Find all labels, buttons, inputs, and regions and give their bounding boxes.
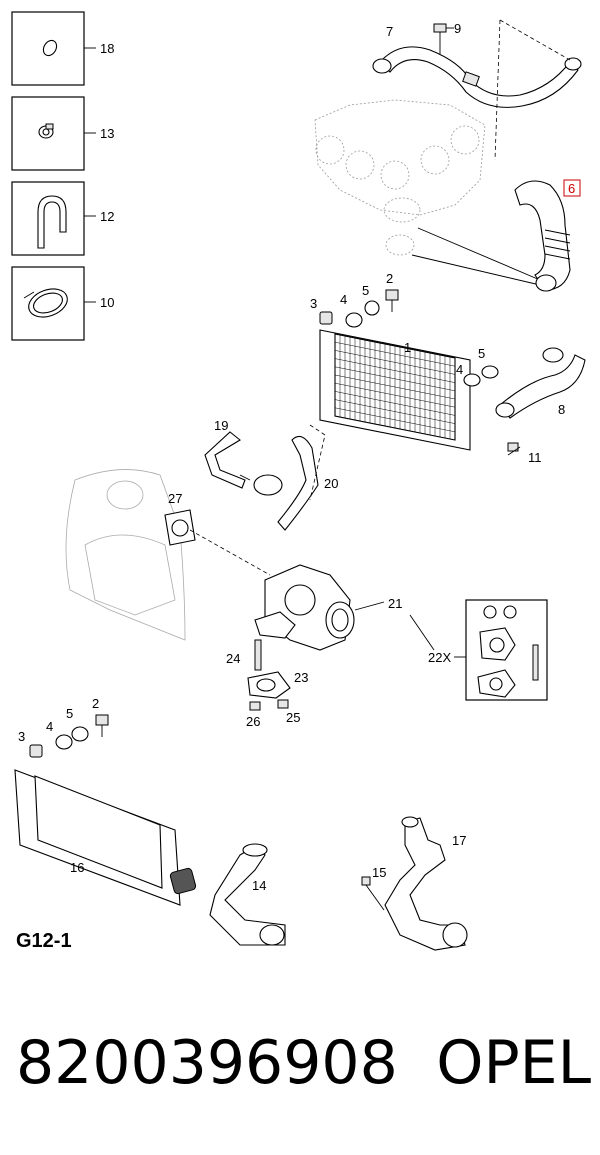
intercooler-16: [14, 769, 197, 906]
callout-2: 2: [386, 271, 393, 286]
hose-7: [372, 46, 582, 108]
plug-3: [319, 311, 333, 325]
callout-3-lower: 3: [18, 729, 25, 744]
callout-4-lower: 4: [46, 719, 53, 734]
legend-box-12: [11, 181, 96, 256]
seal-4: [345, 312, 363, 328]
legend-box-10: [11, 266, 96, 341]
kit-box-22x: [465, 599, 548, 701]
gasket-23: [247, 671, 291, 699]
callout-17: 17: [452, 833, 466, 848]
callout-18: 18: [100, 41, 114, 56]
legend-box-18: [11, 11, 96, 86]
leader-dash: [189, 529, 271, 576]
wastegate-actuator: [239, 474, 283, 496]
bolt-2: [385, 289, 399, 312]
callout-21: 21: [388, 596, 402, 611]
callout-5: 5: [362, 283, 369, 298]
callout-10: 10: [100, 295, 114, 310]
stud-24: [254, 639, 262, 671]
callout-26: 26: [246, 714, 260, 729]
callout-16: 16: [70, 860, 84, 875]
leader-dash: [499, 19, 571, 61]
seal-4-lower: [55, 734, 73, 750]
callout-12: 12: [100, 209, 114, 224]
exhaust-manifold-ghost: [65, 469, 186, 641]
hose-19: [204, 431, 246, 489]
callout-7: 7: [386, 24, 393, 39]
callout-19: 19: [214, 418, 228, 433]
bolt-15: [361, 876, 385, 911]
bolt-9: [433, 23, 454, 54]
callout-14: 14: [252, 878, 266, 893]
callout-5b: 5: [478, 346, 485, 361]
brand-name: OPEL: [436, 1028, 591, 1098]
clamp-5b: [481, 365, 499, 379]
hose-14: [209, 843, 286, 946]
callout-13: 13: [100, 126, 114, 141]
intercooler-1-core-grid: [334, 333, 456, 441]
callout-5-lower: 5: [66, 706, 73, 721]
parts-diagram: 18 13 12 10 7: [11, 11, 586, 951]
clamp-5-lower: [71, 726, 89, 742]
hose-17: [384, 816, 468, 951]
footer: 8200396908 OPEL: [16, 1028, 591, 1098]
hose-20: [277, 424, 326, 531]
seal-4b: [463, 373, 481, 387]
callout-6-box: [563, 179, 581, 197]
callout-24: 24: [226, 651, 240, 666]
callout-1: 1: [404, 340, 411, 355]
nut-25: [277, 699, 289, 709]
bolt-2-lower: [95, 714, 109, 737]
leader-22x: [409, 614, 435, 651]
hose-8: [495, 347, 586, 419]
callout-8: 8: [558, 402, 565, 417]
turbocharger-21: [254, 564, 355, 651]
callout-15: 15: [372, 865, 386, 880]
bolt-11: [507, 442, 521, 456]
clamp-5: [364, 300, 380, 316]
callout-25: 25: [286, 710, 300, 725]
legend-box-13: [11, 96, 96, 171]
callout-20: 20: [324, 476, 338, 491]
engine-intake-manifold-ghost: [314, 99, 541, 286]
callout-6: 6: [568, 181, 575, 196]
callout-23: 23: [294, 670, 308, 685]
plug-3-lower: [29, 744, 43, 758]
callout-4: 4: [340, 292, 347, 307]
hose-6: [514, 180, 571, 292]
callout-9: 9: [454, 21, 461, 36]
callout-11: 11: [528, 450, 542, 465]
callout-4b: 4: [456, 362, 463, 377]
diagram-code-label: G12-1: [16, 930, 72, 952]
gasket-27: [164, 509, 196, 546]
leader-21: [354, 601, 385, 611]
callout-2-lower: 2: [92, 696, 99, 711]
part-number: 8200396908: [16, 1028, 398, 1098]
callout-27: 27: [168, 491, 182, 506]
leader-dash: [494, 19, 501, 161]
callout-22x: 22X: [428, 650, 451, 665]
callout-3: 3: [310, 296, 317, 311]
nut-26: [249, 701, 261, 711]
